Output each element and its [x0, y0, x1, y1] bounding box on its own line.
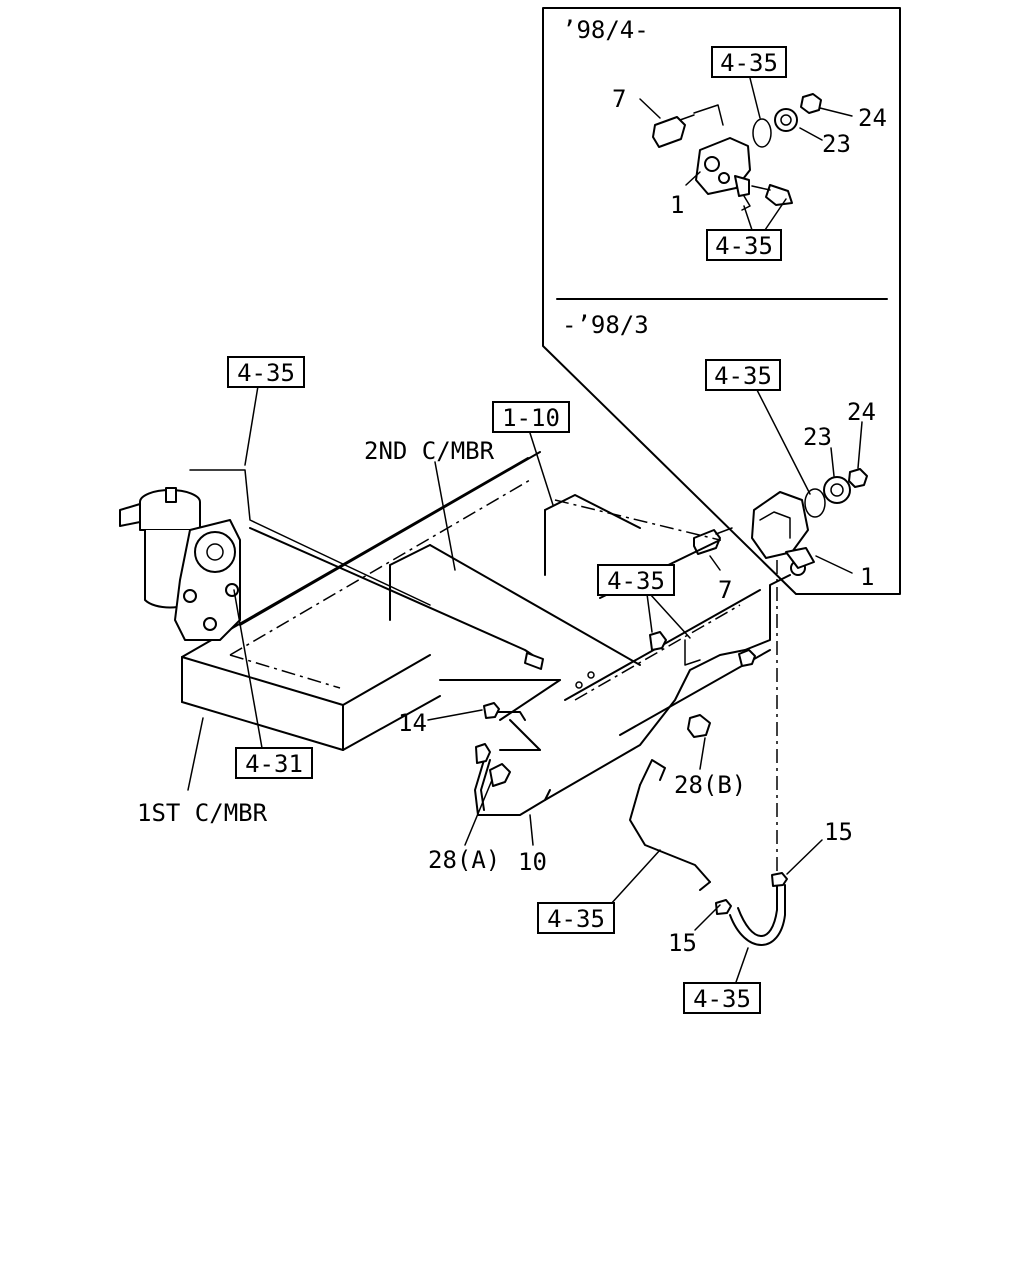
- svg-text:4-35: 4-35: [693, 985, 751, 1013]
- ref-box-4-35-bracket[interactable]: 4-35: [597, 564, 675, 596]
- label-23-inset: 23: [822, 130, 851, 158]
- label-15-upper: 15: [824, 818, 853, 846]
- inset-border: [542, 7, 901, 595]
- svg-text:4-31: 4-31: [245, 750, 303, 778]
- label-10: 10: [518, 848, 547, 876]
- frame-members: [181, 451, 771, 751]
- label-15-lower: 15: [668, 929, 697, 957]
- svg-text:4-35: 4-35: [714, 362, 772, 390]
- ref-box-4-31[interactable]: 4-31: [235, 747, 313, 779]
- svg-text:4-35: 4-35: [237, 359, 295, 387]
- leader-lines: [187, 385, 823, 986]
- label-7: 7: [718, 576, 732, 604]
- part-labels: 7 24 23 1 24 23 7 1 2ND C/MBR 14 28(B) 1…: [137, 85, 887, 957]
- svg-text:4-35: 4-35: [720, 49, 778, 77]
- ref-box-4-35-hose[interactable]: 4-35: [683, 982, 761, 1014]
- inset-lower-pump-assembly: [693, 468, 868, 576]
- svg-text:4-35: 4-35: [547, 905, 605, 933]
- label-2nd-cmbr: 2ND C/MBR: [364, 437, 495, 465]
- label-7-inset: 7: [612, 85, 626, 113]
- svg-text:4-35: 4-35: [715, 232, 773, 260]
- ref-box-4-35-inset-top[interactable]: 4-35: [711, 46, 787, 78]
- reference-boxes: 4-35 4-35 4-35 4-35 1-10 4-35 4-31 4-35: [227, 46, 787, 1014]
- svg-text:4-35: 4-35: [607, 567, 665, 595]
- inset-title-top: ’98/4-: [562, 16, 649, 44]
- inset-upper-pump-assembly: [652, 93, 822, 211]
- label-1st-cmbr: 1ST C/MBR: [137, 799, 268, 827]
- inset-panel: ’98/4- -’98/3: [542, 7, 901, 595]
- inset-title-bottom: -’98/3: [562, 311, 649, 339]
- label-28b: 28(B): [674, 771, 746, 799]
- svg-text:1-10: 1-10: [502, 404, 560, 432]
- label-24: 24: [847, 398, 876, 426]
- ref-box-4-35-inset-lower[interactable]: 4-35: [705, 359, 781, 391]
- ref-box-4-35-pipe[interactable]: 4-35: [537, 902, 615, 934]
- label-28a: 28(A): [428, 846, 500, 874]
- ref-box-4-35-steering[interactable]: 4-35: [227, 356, 305, 388]
- label-24-inset: 24: [858, 104, 887, 132]
- label-1: 1: [860, 563, 874, 591]
- ref-box-1-10[interactable]: 1-10: [492, 401, 570, 433]
- label-23: 23: [803, 423, 832, 451]
- label-1-inset: 1: [670, 191, 684, 219]
- ref-box-4-35-inset-middle[interactable]: 4-35: [706, 229, 782, 261]
- pipes-and-hoses: [249, 527, 791, 946]
- steering-gear-assembly: [119, 469, 431, 641]
- label-14: 14: [398, 709, 427, 737]
